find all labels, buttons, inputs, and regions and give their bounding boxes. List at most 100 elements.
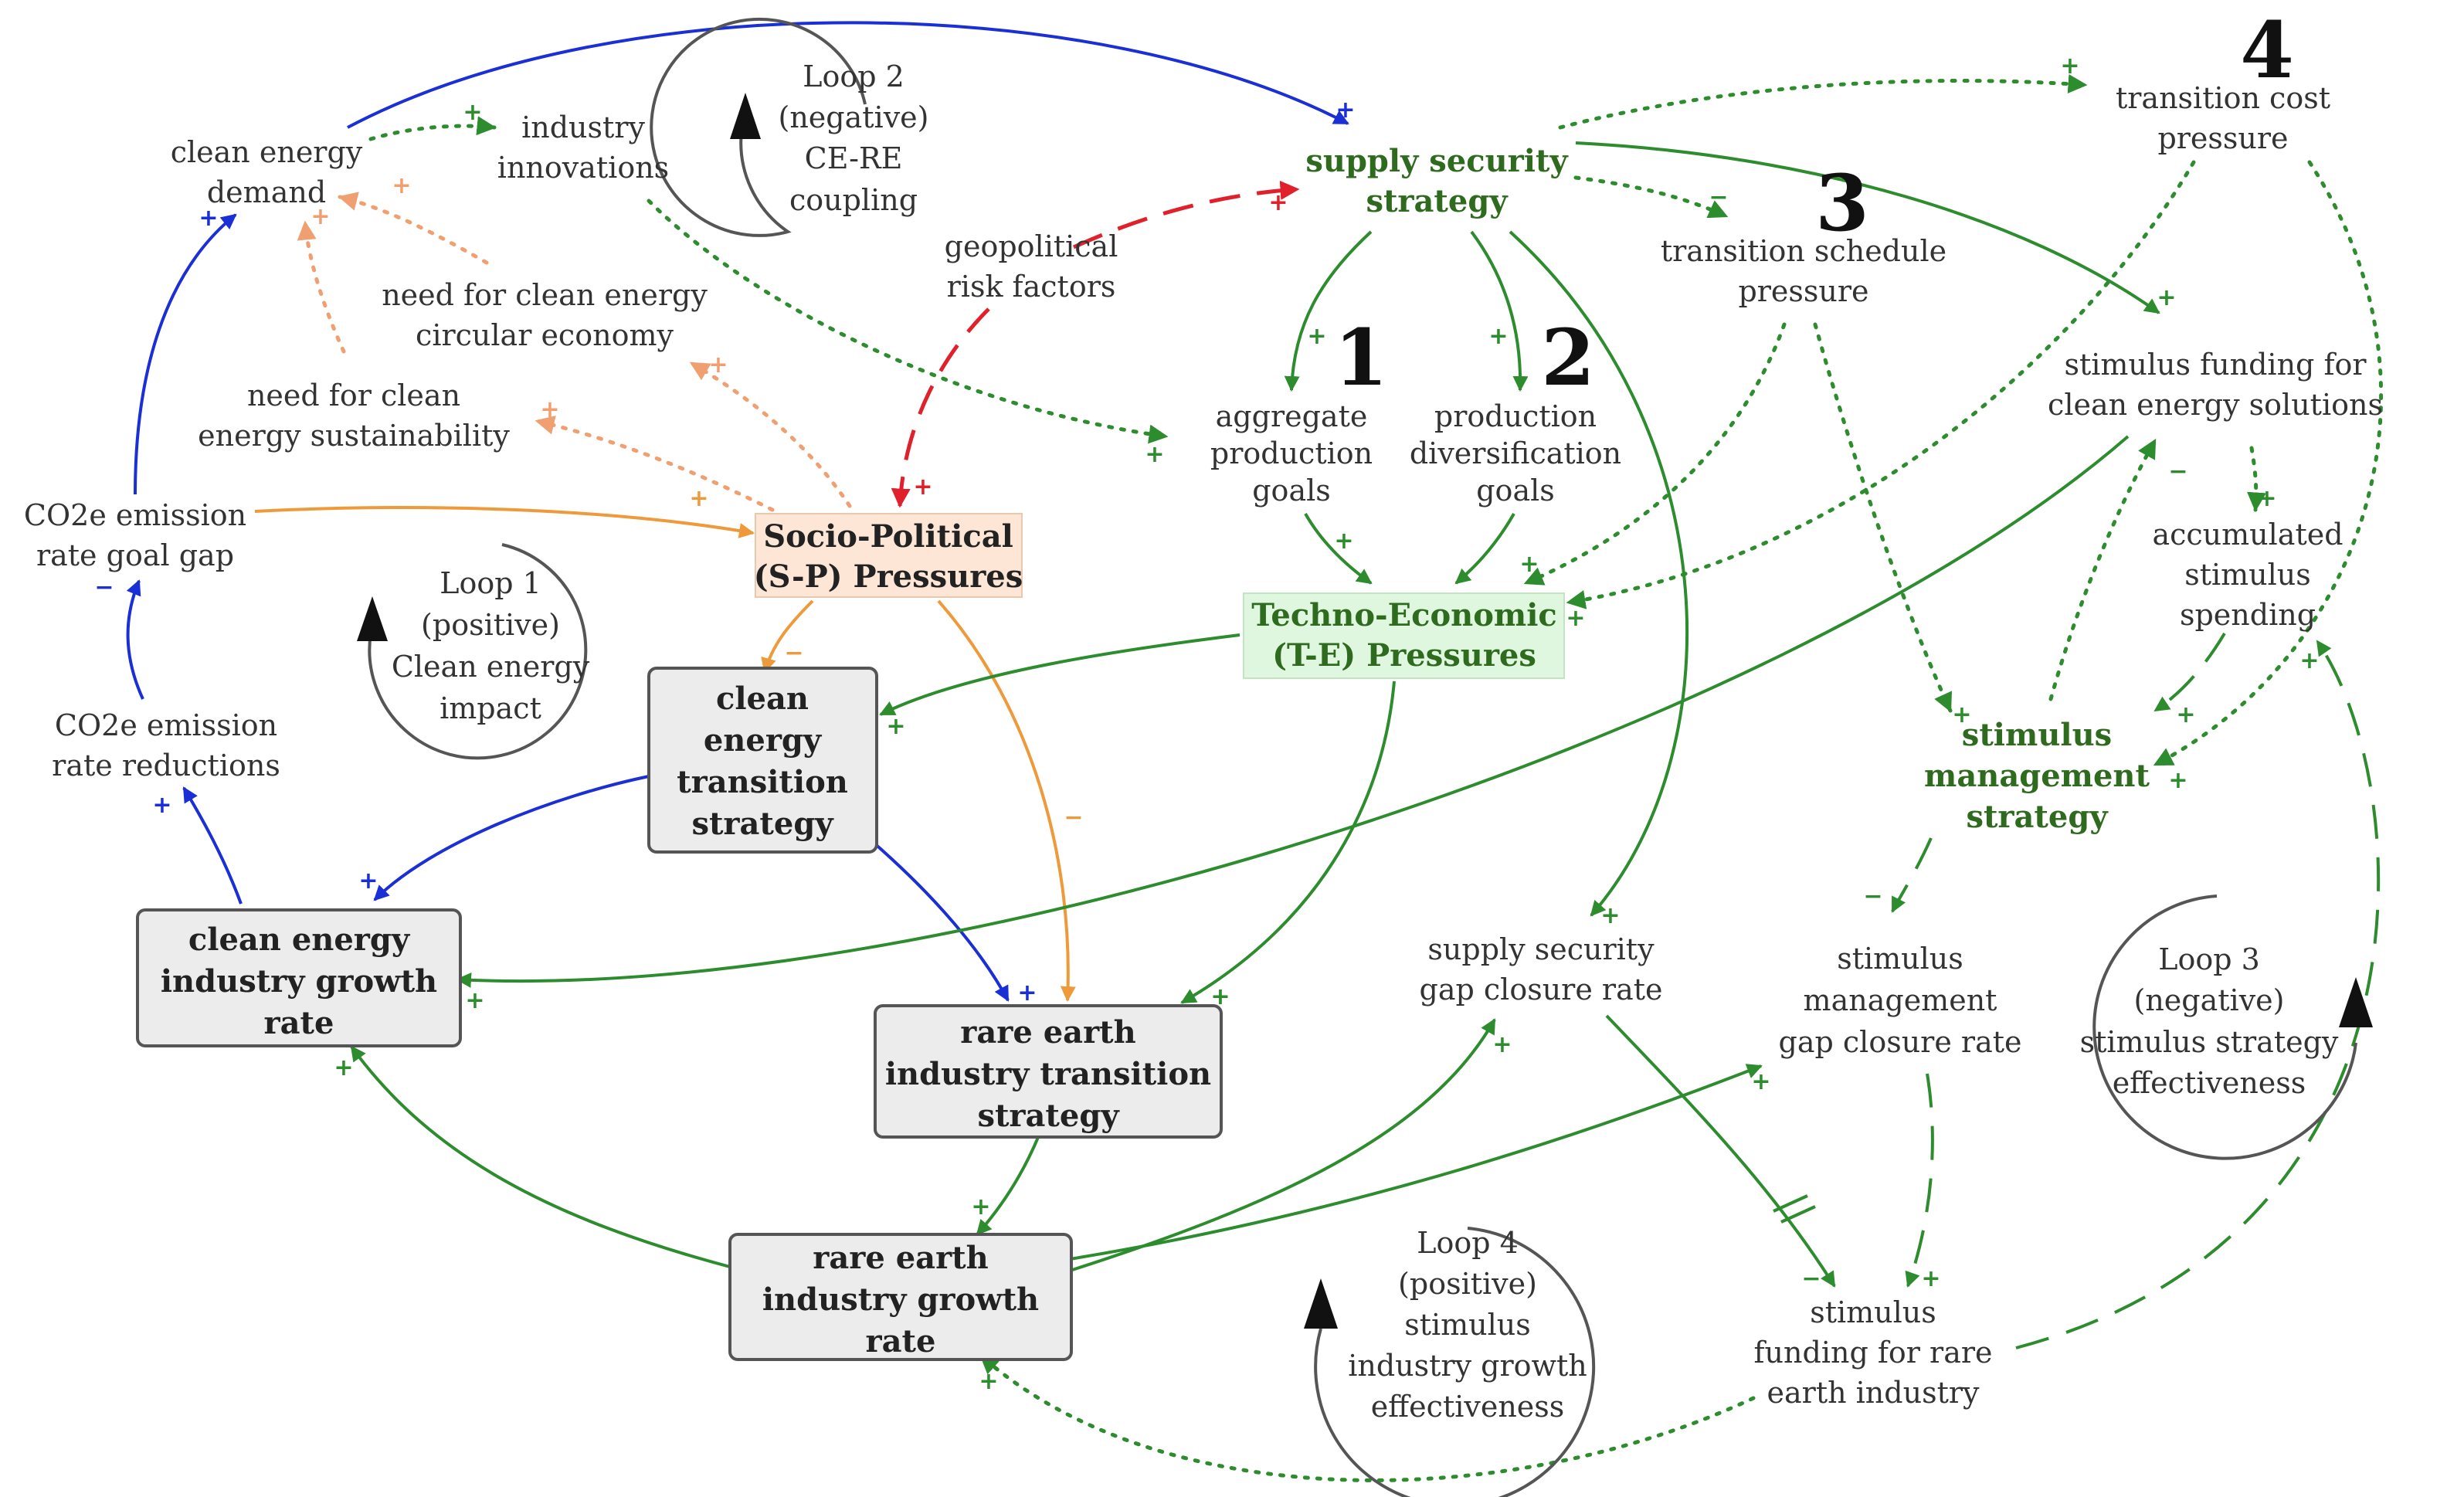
loop-2-arrow [730, 93, 761, 139]
node-label-line: earth industry [1767, 1376, 1980, 1410]
te-pressures-box [1243, 592, 1565, 679]
polarity-plus: + [689, 485, 708, 512]
node-label-line: stimulus [1962, 717, 2112, 753]
node-label-line: supply security [1305, 143, 1569, 179]
loop-4-arrow [1304, 1278, 1338, 1329]
edge-geo-to-supply-security [1072, 180, 1300, 250]
polarity-minus: − [2168, 458, 2187, 485]
node-label-line: Techno-Economic [1251, 597, 1557, 633]
edge-transition-to-growth [373, 775, 650, 901]
marker-1: 1 [1334, 312, 1388, 403]
edge-reductions-to-gap [126, 579, 144, 700]
edge-accumulated-to-stimulus-mgmt [2153, 632, 2226, 712]
edge-demand-to-supply-security [347, 21, 1349, 129]
loop-4-line-1: Loop 4 [1417, 1226, 1519, 1260]
edge-supply-to-cost [1558, 74, 2088, 130]
edge-re-growth-to-ce-growth [350, 1045, 731, 1268]
loop-1-arrow [357, 596, 388, 641]
polarity-plus: + [1952, 701, 1971, 728]
edge-funding-clean-to-accumulated [2247, 446, 2266, 512]
node-supply-security: supply security strategy [1305, 143, 1569, 219]
loop-3-line-3: stimulus strategy [2080, 1025, 2339, 1059]
edge-supply-to-aggregate [1284, 230, 1373, 392]
polarity-plus: + [540, 396, 559, 423]
node-supply-gap-closure: supply security gap closure rate [1420, 932, 1663, 1006]
marker-3: 3 [1815, 158, 1869, 249]
node-label-line: industry growth [161, 963, 437, 1000]
loop-4: Loop 4 (positive) stimulus industry grow… [1304, 1226, 1596, 1497]
edge-funding-re-to-accumulated [2015, 640, 2381, 1349]
loop-1-line-3: Clean energy [392, 650, 590, 684]
edge-sp-to-need-circular [689, 361, 852, 508]
marker-2: 2 [1541, 312, 1595, 403]
polarity-plus: + [199, 205, 218, 232]
edge-re-growth-to-stimulus-gap [1069, 1064, 1763, 1261]
node-label-line: rate goal gap [36, 538, 234, 572]
node-label-line: gap closure rate [1779, 1025, 2022, 1059]
edge-stimulus-mgmt-to-stimulus-gap [1891, 837, 1933, 913]
node-label-line: industry transition [885, 1056, 1211, 1092]
node-accumulated-stimulus: accumulated stimulus spending [2152, 518, 2343, 632]
loop-2-line-4: coupling [789, 183, 918, 217]
node-label-line: energy [704, 722, 823, 759]
node-label-line: rate reductions [52, 748, 280, 782]
polarity-plus: + [463, 99, 482, 126]
node-te-pressures: Techno-Economic (T-E) Pressures [1251, 597, 1557, 674]
node-label-line: stimulus [1837, 942, 1963, 976]
sp-pressures-box [755, 513, 1023, 598]
node-label-line: transition schedule [1661, 234, 1946, 268]
node-label-line: production [1210, 436, 1373, 470]
node-label-line: goals [1476, 474, 1555, 507]
polarity-plus: + [1145, 441, 1164, 468]
polarity-minus: − [784, 640, 803, 667]
loop-3-line-4: effectiveness [2113, 1066, 2306, 1100]
node-label-line: pressure [2157, 121, 2288, 155]
node-label-line: production [1434, 399, 1597, 433]
node-label-line: transition [677, 764, 848, 800]
node-label-line: clean [716, 681, 809, 717]
re-transition-box [874, 1004, 1223, 1139]
polarity-plus: + [2257, 485, 2276, 512]
edge-re-growth-to-demand-loop [979, 1353, 1756, 1482]
edge-stimulus-mgmt-to-funding-clean [2048, 438, 2157, 701]
polarity-plus: + [1336, 97, 1355, 124]
node-label-line: rate [264, 1005, 334, 1041]
node-label-line: innovations [497, 151, 669, 185]
polarity-plus: + [1921, 1265, 1940, 1292]
clean-energy-transition-box [647, 667, 878, 854]
node-label-line: strategy [1966, 799, 2109, 835]
loop-4-circle [1314, 1227, 1596, 1497]
edge-sp-to-need-sustain [535, 416, 775, 512]
node-stimulus-funding-clean: stimulus funding for clean energy soluti… [2048, 348, 2383, 422]
node-transition-cost: transition cost pressure [2116, 81, 2330, 155]
loop-2: Loop 2 (negative) CE-RE coupling [650, 17, 929, 237]
polarity-plus: + [1600, 902, 1620, 929]
polarity-minus: − [1863, 883, 1882, 910]
polarity-plus: + [979, 1368, 998, 1395]
loop-2-line-2: (negative) [779, 100, 929, 134]
polarity-plus: + [2157, 284, 2176, 311]
edge-delay-mark [1773, 1194, 1808, 1213]
node-label-line: clean energy solutions [2048, 388, 2383, 422]
loop-4-line-4: industry growth [1348, 1349, 1587, 1383]
re-growth-box [728, 1233, 1073, 1361]
node-label-line: stimulus [2184, 558, 2311, 592]
polarity-plus: + [1566, 605, 1585, 632]
edges [126, 21, 2384, 1482]
polarity-minus: − [1801, 1265, 1821, 1292]
node-label-line: rare earth [813, 1240, 988, 1276]
edge-schedule-to-te [1523, 322, 1787, 586]
node-label-line: management [1924, 758, 2150, 794]
node-label-line: (T-E) Pressures [1272, 637, 1536, 674]
node-label-line: strategy [977, 1098, 1120, 1134]
edge-gap-to-sp [254, 506, 755, 538]
edge-funding-clean-to-growth [456, 435, 2130, 988]
clean-energy-growth-box [136, 908, 462, 1047]
node-label-line: industry [521, 110, 645, 144]
edge-te-to-re-transition [1180, 681, 1396, 1004]
edge-sp-to-transition [761, 599, 814, 674]
node-label-line: (S-P) Pressures [754, 558, 1023, 595]
polarity-plus: + [2060, 53, 2079, 80]
edge-cost-to-te [1566, 160, 2196, 609]
node-re-transition: rare earth industry transition strategy [885, 1014, 1211, 1134]
